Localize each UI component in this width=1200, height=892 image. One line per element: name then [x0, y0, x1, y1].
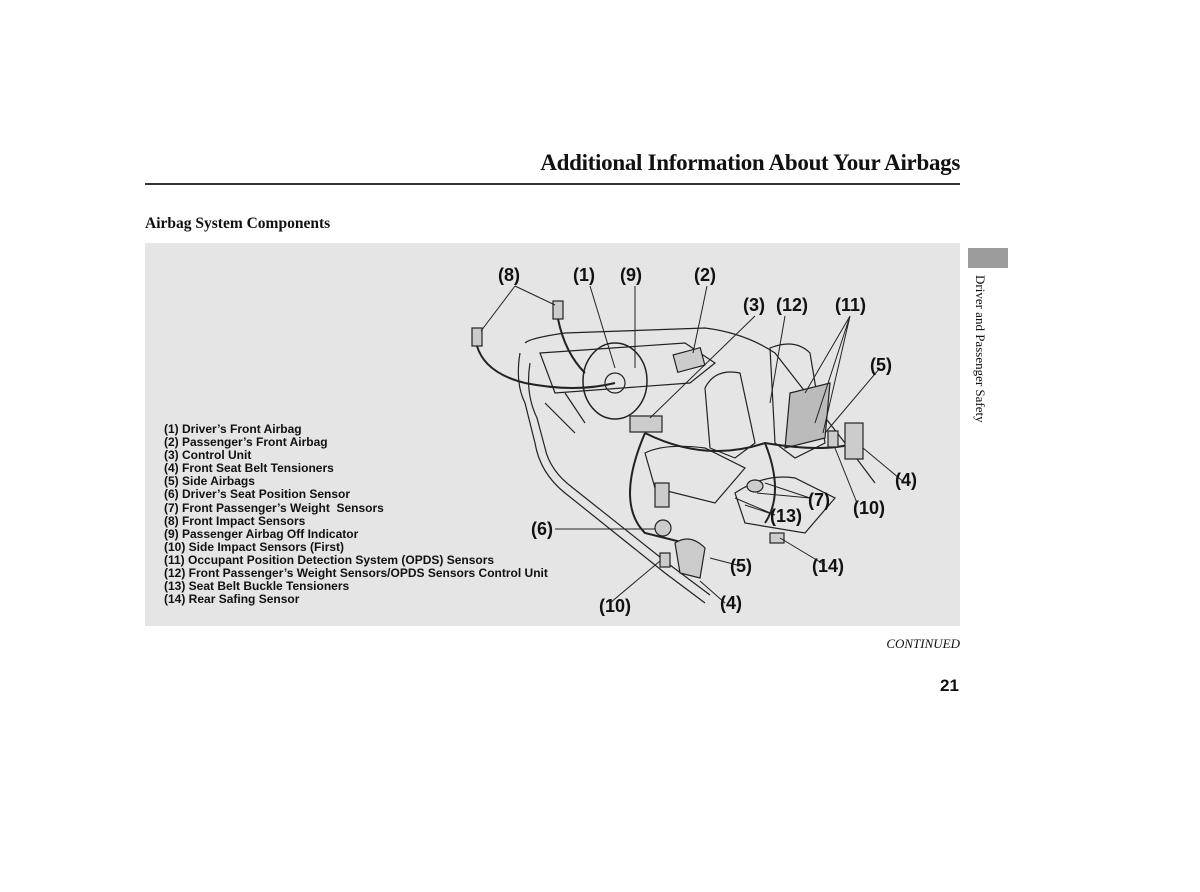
callout-8: (8): [498, 265, 520, 285]
legend-item: (5) Side Airbags: [164, 474, 255, 489]
page-title: Additional Information About Your Airbag…: [540, 150, 960, 175]
legend-item: (2) Passenger’s Front Airbag: [164, 435, 328, 450]
section-tab-marker: [968, 248, 1008, 268]
section-heading: Airbag System Components: [145, 215, 331, 232]
legend-item: (4) Front Seat Belt Tensioners: [164, 461, 334, 476]
callout-6: (6): [531, 519, 553, 539]
legend-item: (11) Occupant Position Detection System …: [164, 552, 495, 567]
title-rule: [145, 183, 960, 185]
callout-13: (13): [770, 506, 803, 526]
callout-1: (1): [573, 265, 595, 285]
legend-item: (10) Side Impact Sensors (First): [164, 539, 345, 554]
legend-item: (6) Driver’s Seat Position Sensor: [164, 487, 351, 502]
callout-2: (2): [694, 265, 716, 285]
continued-label: CONTINUED: [886, 636, 960, 651]
callout-4: (4): [895, 470, 917, 490]
callout-10: (10): [853, 498, 886, 518]
component-legend: (1) Driver’s Front Airbag (2) Passenger’…: [164, 422, 548, 607]
callout-5b: (5): [730, 556, 752, 576]
airbag-components-diagram: [471, 285, 906, 604]
callout-7: (7): [808, 490, 830, 510]
callout-10b: (10): [599, 596, 632, 616]
legend-item: (1) Driver’s Front Airbag: [164, 422, 302, 436]
callout-4b: (4): [720, 593, 742, 613]
section-side-label: Driver and Passenger Safety: [973, 275, 988, 423]
legend-item: (14) Rear Safing Sensor: [164, 592, 300, 607]
legend-item: (12) Front Passenger’s Weight Sensors/OP…: [164, 566, 548, 581]
callout-9: (9): [620, 265, 642, 285]
legend-item: (9) Passenger Airbag Off Indicator: [164, 526, 359, 541]
legend-item: (8) Front Impact Sensors: [164, 513, 306, 528]
callout-11: (11): [835, 295, 867, 315]
page-number: 21: [940, 676, 959, 695]
legend-item: (7) Front Passenger’s Weight Sensors: [164, 500, 384, 515]
callout-14: (14): [812, 556, 845, 576]
legend-item: (13) Seat Belt Buckle Tensioners: [164, 579, 350, 594]
legend-item: (3) Control Unit: [164, 448, 252, 463]
callout-3: (3): [743, 295, 765, 315]
callout-12: (12): [776, 295, 809, 315]
callout-5: (5): [870, 355, 892, 375]
